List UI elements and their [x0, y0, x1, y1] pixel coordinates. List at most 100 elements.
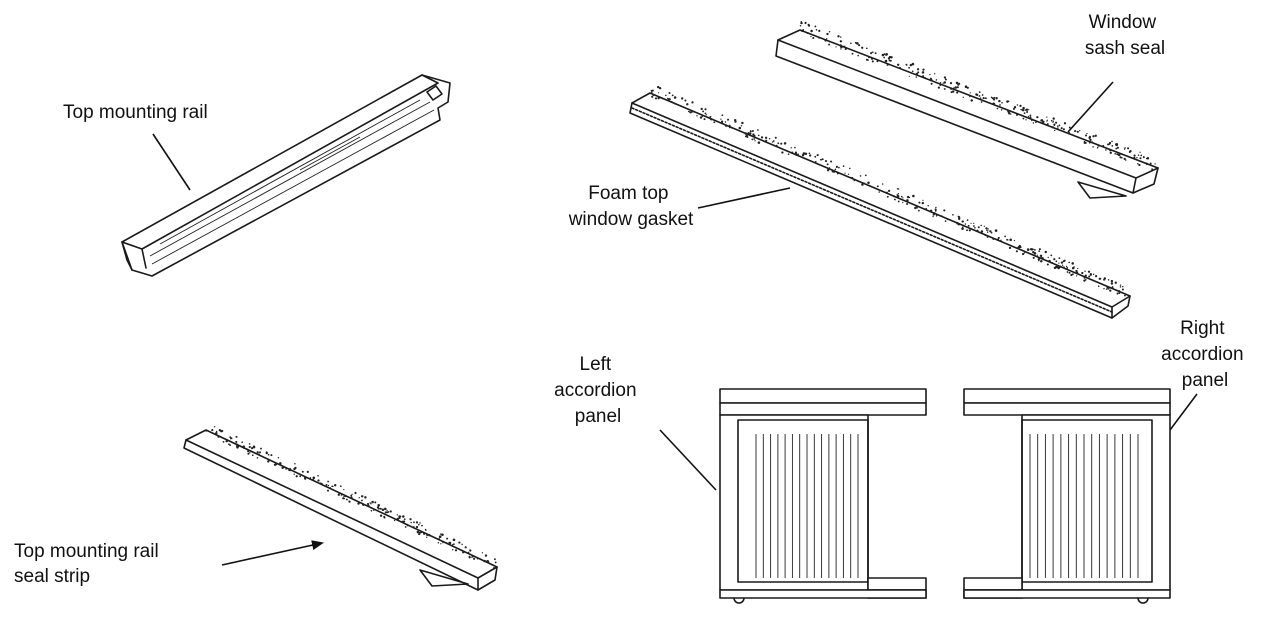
foam-speckle: [701, 115, 704, 118]
foam-speckle: [993, 102, 996, 105]
foam-speckle: [1139, 157, 1142, 160]
foam-speckle: [939, 84, 942, 86]
foam-speckle: [1086, 132, 1088, 135]
foam-speckle: [906, 199, 909, 202]
foam-speckle: [1032, 256, 1035, 259]
foam-speckle: [413, 525, 415, 528]
foam-speckle: [978, 91, 981, 93]
foam-speckle: [929, 73, 931, 76]
foam-speckle: [1127, 147, 1130, 150]
foam-speckle: [935, 79, 938, 81]
foam-speckle: [327, 480, 329, 483]
foam-speckle: [958, 216, 961, 219]
left-accordion-louvers: [755, 434, 859, 578]
foam-speckle: [897, 188, 900, 190]
foam-speckle: [942, 82, 944, 84]
foam-speckle: [293, 467, 296, 471]
foam-speckle: [837, 35, 840, 38]
foam-speckle: [876, 60, 879, 63]
foam-speckle: [662, 98, 664, 100]
foam-speckle: [842, 165, 845, 167]
foam-speckle: [373, 509, 375, 511]
foam-speckle: [1058, 124, 1061, 127]
foam-speckle: [442, 542, 444, 544]
foam-speckle: [1041, 119, 1044, 121]
foam-speckle: [984, 97, 987, 100]
foam-speckle: [902, 197, 904, 199]
foam-speckle: [256, 457, 259, 459]
foam-speckle: [993, 96, 996, 99]
foam-speckle: [317, 475, 319, 477]
foam-speckle: [867, 181, 870, 184]
foam-speckle: [850, 42, 852, 45]
foam-speckle: [650, 91, 653, 93]
leader-foam-top-window-gasket: [697, 187, 791, 209]
foam-speckle: [277, 457, 280, 459]
foam-speckle: [995, 96, 998, 100]
foam-speckle: [816, 162, 818, 164]
foam-speckle: [1016, 104, 1019, 106]
left-accordion-panel-part: [719, 388, 927, 604]
foam-speckle: [1046, 116, 1048, 118]
foam-speckle: [438, 537, 440, 539]
foam-speckle: [1051, 126, 1054, 129]
foam-speckle: [835, 46, 837, 48]
foam-speckle: [700, 107, 703, 111]
foam-speckle: [1083, 279, 1086, 282]
foam-speckle: [973, 222, 975, 224]
foam-speckle: [379, 514, 383, 517]
foam-speckle: [241, 441, 244, 444]
foam-speckle: [461, 543, 463, 546]
foam-speckle: [765, 139, 768, 142]
foam-speckle: [1068, 261, 1071, 264]
foam-speckle: [275, 463, 278, 466]
foam-speckle: [251, 454, 254, 457]
foam-speckle: [1119, 156, 1122, 159]
foam-speckle: [402, 515, 405, 518]
foam-speckle: [1046, 123, 1049, 126]
foam-speckle: [943, 81, 947, 84]
foam-speckle: [228, 443, 230, 446]
foam-speckle: [812, 36, 815, 40]
foam-speckle: [1022, 106, 1025, 110]
foam-speckle: [838, 166, 840, 169]
foam-speckle: [912, 194, 915, 198]
foam-speckle: [944, 78, 947, 81]
foam-speckle: [1027, 115, 1030, 118]
foam-speckle: [329, 487, 331, 489]
foam-speckle: [441, 533, 444, 536]
foam-speckle: [724, 124, 728, 127]
foam-speckle: [1000, 239, 1002, 242]
foam-speckle: [393, 519, 396, 522]
foam-speckle: [1054, 129, 1056, 132]
foam-speckle: [284, 466, 287, 469]
foam-speckle: [980, 101, 983, 103]
foam-speckle: [1133, 154, 1136, 157]
foam-speckle: [229, 444, 231, 446]
label-left-accordion-panel: Left accordion panel: [554, 354, 642, 427]
foam-speckle: [211, 429, 214, 432]
foam-speckle: [650, 89, 653, 92]
foam-speckle: [403, 518, 406, 520]
foam-speckle: [248, 443, 251, 445]
foam-speckle: [279, 462, 282, 465]
foam-speckle: [751, 138, 754, 141]
foam-speckle: [865, 58, 868, 61]
foam-speckle: [949, 81, 953, 85]
foam-speckle: [1094, 134, 1097, 137]
foam-speckle: [986, 235, 989, 238]
foam-speckle: [1079, 129, 1081, 132]
foam-speckle: [1115, 143, 1118, 147]
foam-speckle: [403, 520, 406, 523]
foam-speckle: [1088, 135, 1092, 138]
foam-speckle: [870, 52, 873, 55]
foam-speckle: [943, 209, 946, 212]
foam-speckle: [872, 51, 874, 53]
foam-speckle: [821, 158, 824, 161]
foam-speckle: [935, 215, 938, 217]
foam-speckle: [1022, 117, 1025, 120]
foam-speckle: [367, 504, 370, 507]
foam-speckle: [448, 541, 450, 544]
foam-speckle: [814, 25, 817, 28]
leader-seal-strip: [221, 540, 324, 566]
